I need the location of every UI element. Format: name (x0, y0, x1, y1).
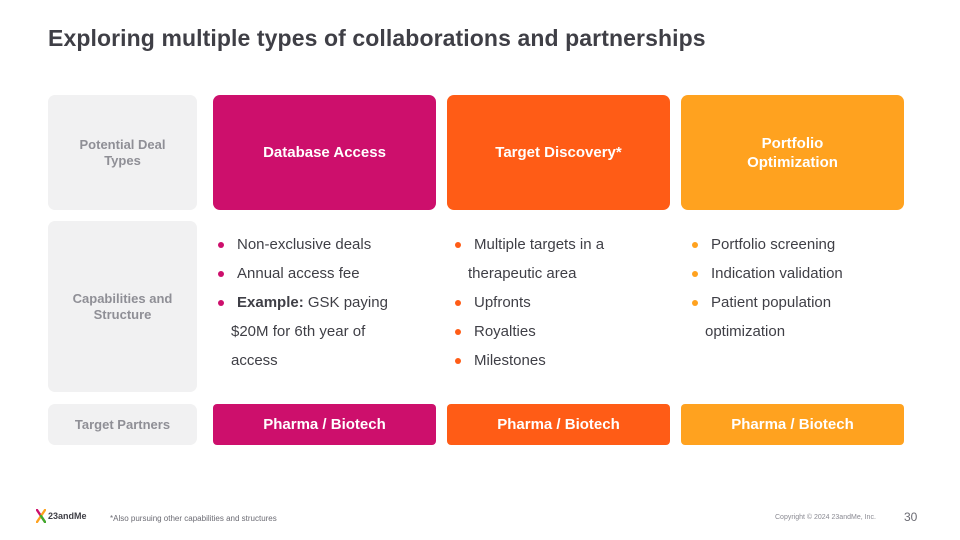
list-item-text: $20M for 6th year of (231, 323, 366, 340)
bullet-dot-icon (218, 271, 224, 277)
list-item-text: Non-exclusive deals (237, 236, 372, 253)
bullet-dot-icon (455, 358, 461, 364)
list-item-text: Annual access fee (237, 265, 360, 282)
header-card-target-discovery: Target Discovery* (447, 95, 670, 210)
list-item-text: Patient population (711, 294, 832, 311)
list-item-continuation: access (213, 346, 428, 375)
logo-mark-icon (36, 509, 46, 523)
list-item-text: GSK paying (303, 294, 388, 311)
bullet-dot-icon (455, 242, 461, 248)
list-item-text: Milestones (474, 352, 546, 369)
list-item: Non-exclusive deals (213, 230, 428, 259)
header-label-portfolio-optimization: Portfolio Optimization (747, 134, 838, 171)
partner-label: Pharma / Biotech (263, 416, 386, 433)
capabilities-list-portfolio-optimization: Portfolio screening Indication validatio… (687, 230, 902, 346)
list-item: Annual access fee (213, 259, 428, 288)
list-item: Royalties (450, 317, 665, 346)
list-item-continuation: therapeutic area (450, 259, 665, 288)
partner-label: Pharma / Biotech (731, 416, 854, 433)
bullet-dot-icon (692, 242, 698, 248)
capabilities-list-target-discovery: Multiple targets in a therapeutic area U… (450, 230, 665, 375)
list-item: Example: GSK paying (213, 288, 428, 317)
partner-label: Pharma / Biotech (497, 416, 620, 433)
list-item: Multiple targets in a (450, 230, 665, 259)
partner-bar-target-discovery: Pharma / Biotech (447, 404, 670, 445)
partner-bar-portfolio-optimization: Pharma / Biotech (681, 404, 904, 445)
header-label-database-access: Database Access (263, 144, 386, 161)
list-item: Upfronts (450, 288, 665, 317)
header-card-portfolio-optimization: Portfolio Optimization (681, 95, 904, 210)
header-label-target-discovery: Target Discovery* (495, 144, 622, 161)
company-logo: 23andMe (36, 509, 87, 523)
list-item-text: Royalties (474, 323, 536, 340)
list-item: Patient population (687, 288, 902, 317)
slide-title: Exploring multiple types of collaboratio… (48, 25, 706, 51)
row-label-partners-text: Target Partners (74, 416, 171, 432)
bullet-dot-icon (692, 271, 698, 277)
list-item-text: Multiple targets in a (474, 236, 605, 253)
list-item-bold-text: Example: (237, 294, 304, 311)
bullet-dot-icon (218, 300, 224, 306)
list-item-text: Portfolio screening (711, 236, 836, 253)
header-card-database-access: Database Access (213, 95, 436, 210)
row-label-deal-types-text: Potential Deal Types (79, 136, 166, 168)
bullet-dot-icon (692, 300, 698, 306)
capabilities-list-database-access: Non-exclusive deals Annual access fee Ex… (213, 230, 428, 375)
list-item-text: access (231, 352, 278, 369)
row-label-partners: Target Partners (48, 404, 197, 445)
bullet-dot-icon (218, 242, 224, 248)
list-item-continuation: $20M for 6th year of (213, 317, 428, 346)
row-label-capabilities-text: Capabilities and Structure (72, 290, 173, 322)
partner-bar-database-access: Pharma / Biotech (213, 404, 436, 445)
bullet-dot-icon (455, 329, 461, 335)
footnote: *Also pursuing other capabilities and st… (110, 514, 277, 523)
list-item: Portfolio screening (687, 230, 902, 259)
page-number: 30 (904, 510, 918, 524)
list-item-text: Upfronts (474, 294, 531, 311)
list-item-text: Indication validation (711, 265, 843, 282)
row-label-capabilities: Capabilities and Structure (48, 221, 197, 392)
bullet-dot-icon (455, 300, 461, 306)
list-item-text: therapeutic area (468, 265, 577, 282)
logo-text: 23andMe (48, 511, 87, 521)
list-item: Milestones (450, 346, 665, 375)
list-item-continuation: optimization (687, 317, 902, 346)
list-item: Indication validation (687, 259, 902, 288)
list-item-text: optimization (705, 323, 786, 340)
row-label-deal-types: Potential Deal Types (48, 95, 197, 210)
copyright-text: Copyright © 2024 23andMe, Inc. (775, 514, 876, 521)
